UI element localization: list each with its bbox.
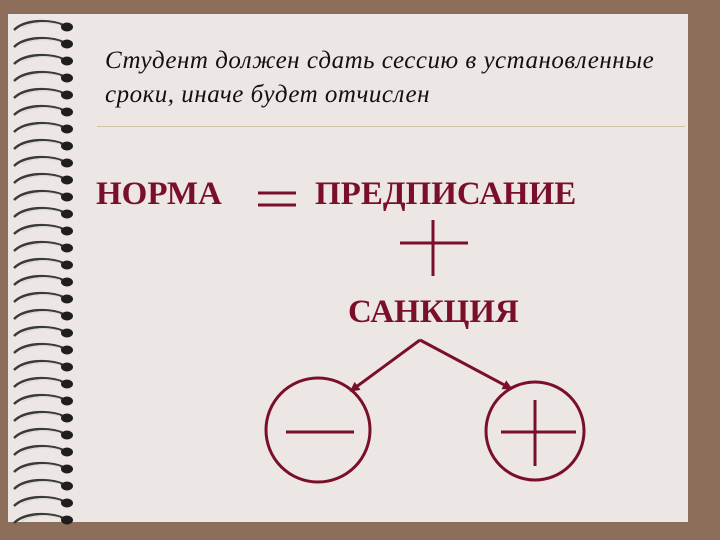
spiral-ring [13,478,67,490]
spiral-ring [13,512,67,524]
spiral-ring [13,19,67,31]
spiral-hole [61,73,73,83]
spiral-ring [13,461,67,473]
spiral-ring [13,70,67,82]
spiral-hole [61,328,73,338]
spiral-ring [13,359,67,371]
sanction-label: САНКЦИЯ [348,294,519,330]
plus-sign [400,220,468,276]
spiral-hole [61,498,73,508]
spiral-hole [61,22,73,32]
spiral-ring [13,172,67,184]
spiral-hole [61,260,73,270]
spiral-hole [61,379,73,389]
spiral-hole [61,39,73,49]
spiral-hole [61,192,73,202]
spiral-hole [61,243,73,253]
spiral-hole [61,175,73,185]
spiral-ring [13,427,67,439]
spiral-ring [13,53,67,65]
slide-paper [8,14,688,522]
spiral-ring [13,87,67,99]
spiral-hole [61,362,73,372]
spiral-ring [13,206,67,218]
spiral-ring [13,240,67,252]
spiral-ring [13,155,67,167]
statement-text: Студент должен сдать сессию в установлен… [105,47,655,108]
spiral-hole [61,447,73,457]
spiral-hole [61,124,73,134]
prescription-label: ПРЕДПИСАНИЕ [315,176,577,212]
spiral-ring [13,342,67,354]
plus-circle [484,380,586,482]
spiral-ring [13,121,67,133]
spiral-hole [61,430,73,440]
spiral-hole [61,311,73,321]
spiral-ring [13,308,67,320]
spiral-ring [13,325,67,337]
spiral-hole [61,294,73,304]
spiral-ring [13,410,67,422]
spiral-ring [13,257,67,269]
spiral-hole [61,345,73,355]
spiral-ring [13,495,67,507]
spiral-hole [61,107,73,117]
spiral-hole [61,158,73,168]
spiral-hole [61,515,73,525]
spiral-ring [13,393,67,405]
minus-circle [264,376,372,484]
spiral-ring [13,444,67,456]
spiral-hole [61,226,73,236]
spiral-ring [13,189,67,201]
spiral-hole [61,209,73,219]
spiral-ring [13,291,67,303]
norm-label: НОРМА [96,176,222,212]
arrow-left [349,338,421,392]
arrow-right [419,338,513,390]
spiral-ring [13,138,67,150]
spiral-ring [13,376,67,388]
spiral-hole [61,481,73,491]
spiral-hole [61,396,73,406]
spiral-hole [61,90,73,100]
spiral-ring [13,274,67,286]
spiral-hole [61,56,73,66]
notebook-spiral [13,19,73,525]
spiral-ring [13,223,67,235]
underline-rule [97,126,685,127]
spiral-ring [13,36,67,48]
spiral-hole [61,141,73,151]
spiral-ring [13,104,67,116]
spiral-hole [61,464,73,474]
spiral-hole [61,413,73,423]
spiral-hole [61,277,73,287]
